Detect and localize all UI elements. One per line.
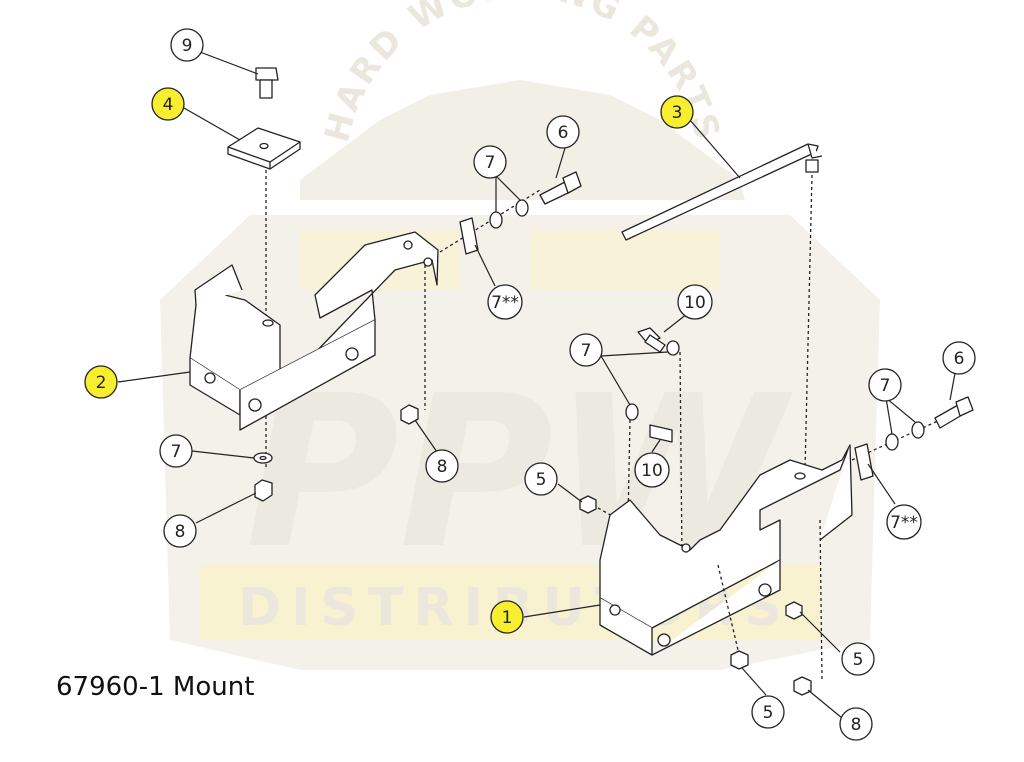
callout-circle xyxy=(151,87,185,121)
callout-5: 5 xyxy=(751,695,785,729)
callout-4: 4 xyxy=(151,87,185,121)
callout-label: 3 xyxy=(672,103,683,123)
diagram-caption: 67960-1 Mount xyxy=(56,672,255,702)
callout-label: 5 xyxy=(536,470,547,490)
callout-7starstar: 7** xyxy=(886,504,922,540)
right-bracket-1 xyxy=(599,444,853,656)
callout-circle xyxy=(487,284,523,320)
callout-label: 8 xyxy=(851,715,862,735)
callout-7: 7 xyxy=(159,434,193,468)
callout-label: 6 xyxy=(558,123,569,143)
callout-7: 7 xyxy=(569,333,603,367)
callout-6: 6 xyxy=(942,341,976,375)
callout-8: 8 xyxy=(163,514,197,548)
callout-circle xyxy=(569,333,603,367)
callout-label: 8 xyxy=(175,522,186,542)
callout-circle xyxy=(490,600,524,634)
callout-7starstar: 7** xyxy=(487,284,523,320)
callout-label: 7 xyxy=(485,153,496,173)
leader-lines xyxy=(117,51,957,719)
callout-10: 10 xyxy=(634,452,670,488)
callout-9: 9 xyxy=(170,28,204,62)
callout-8: 8 xyxy=(839,707,873,741)
callout-10: 10 xyxy=(677,284,713,320)
callout-circle xyxy=(839,707,873,741)
callout-5: 5 xyxy=(524,462,558,496)
callout-circle xyxy=(660,95,694,129)
callout-label: 7 xyxy=(581,341,592,361)
callout-circle xyxy=(546,115,580,149)
callout-3: 3 xyxy=(660,95,694,129)
callout-label: 1 xyxy=(502,608,513,628)
callout-label: 2 xyxy=(96,373,107,393)
callouts: 9 4 2 7 8 7 6 7** 8 3 10 7 10 5 1 6 7 7** 5 5 8 xyxy=(84,28,976,741)
callout-label: 9 xyxy=(182,36,193,56)
callout-circle xyxy=(170,28,204,62)
callout-label: 7 xyxy=(880,376,891,396)
callout-2: 2 xyxy=(84,365,118,399)
callout-circle xyxy=(84,365,118,399)
callout-5: 5 xyxy=(841,642,875,676)
callout-circle xyxy=(841,642,875,676)
left-bracket-2 xyxy=(189,231,439,431)
callout-label: 5 xyxy=(853,650,864,670)
callout-label: 4 xyxy=(163,95,174,115)
callout-circle xyxy=(163,514,197,548)
callout-circle xyxy=(677,284,713,320)
callout-label: 10 xyxy=(641,461,663,481)
callout-1: 1 xyxy=(490,600,524,634)
callout-circle xyxy=(751,695,785,729)
callout-circle xyxy=(473,145,507,179)
callout-circle xyxy=(868,368,902,402)
callout-circle xyxy=(942,341,976,375)
callout-label: 10 xyxy=(684,293,706,313)
callout-circle xyxy=(634,452,670,488)
callout-label: 5 xyxy=(763,703,774,723)
bar-3 xyxy=(621,143,819,241)
callout-circle xyxy=(524,462,558,496)
callout-label: 8 xyxy=(437,457,448,477)
callout-circle xyxy=(886,504,922,540)
callout-label: 7 xyxy=(171,442,182,462)
bolt-9 xyxy=(255,67,279,99)
parts-linework xyxy=(189,67,974,696)
callout-circle xyxy=(425,449,459,483)
callout-label: 7** xyxy=(491,293,519,313)
callout-6: 6 xyxy=(546,115,580,149)
callout-label: 6 xyxy=(954,349,965,369)
callout-7: 7 xyxy=(868,368,902,402)
callout-circle xyxy=(159,434,193,468)
callout-label: 7** xyxy=(890,513,918,533)
callout-7: 7 xyxy=(473,145,507,179)
callout-8: 8 xyxy=(425,449,459,483)
